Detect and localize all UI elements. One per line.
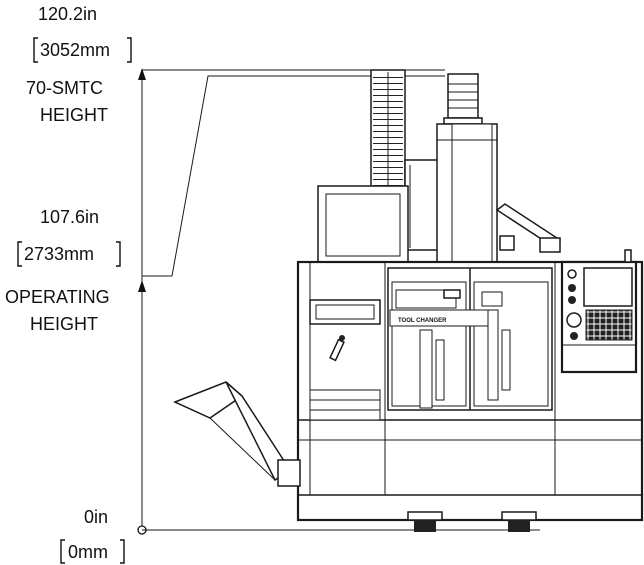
top-height-mm: 3052mm (40, 40, 110, 60)
dimension-top: 120.2in 3052mm 70-SMTC HEIGHT (26, 4, 132, 125)
mid-mm-bracket-right (116, 241, 121, 267)
dimension-middle: 107.6in 2733mm OPERATING HEIGHT (5, 207, 121, 334)
support-arm (495, 203, 562, 253)
operating-height-mm: 2733mm (24, 244, 94, 264)
top-height-label-line1: 70-SMTC (26, 78, 103, 98)
operating-leader-line (171, 75, 445, 277)
spindle-motor-cap (443, 73, 483, 125)
mid-mm-bracket-left (17, 241, 22, 267)
base-height-mm: 0mm (68, 542, 108, 562)
top-arrowhead (138, 68, 146, 80)
door-latch-icon (329, 335, 345, 362)
operating-height-label-line1: OPERATING (5, 287, 110, 307)
base-mm-bracket-left (60, 539, 65, 564)
dimension-base: 0in 0mm (60, 507, 125, 564)
operating-height-label-line2: HEIGHT (30, 314, 98, 334)
top-height-label-line2: HEIGHT (40, 105, 108, 125)
door-decal-text: TOOL CHANGER (398, 318, 447, 324)
top-height-inches: 120.2in (38, 4, 97, 24)
operating-arrowhead (138, 280, 146, 292)
top-mm-bracket-left (33, 37, 38, 63)
pendant-keypad (585, 309, 633, 341)
left-side-panel (309, 299, 381, 421)
jog-handle-icon (566, 312, 582, 328)
machine-column (317, 123, 498, 265)
top-mm-bracket-right (127, 37, 132, 63)
vertical-machining-center: TOOL CHANGER (173, 69, 644, 532)
chip-chute (173, 381, 301, 487)
operating-height-inches: 107.6in (40, 207, 99, 227)
front-doors: TOOL CHANGER (387, 267, 553, 411)
dimension-axis (137, 68, 540, 535)
pendant-screen (583, 267, 633, 307)
control-pendant (560, 249, 638, 374)
base-height-inches: 0in (84, 507, 108, 527)
leveling-feet (407, 511, 537, 532)
base-mm-bracket-right (120, 539, 125, 564)
